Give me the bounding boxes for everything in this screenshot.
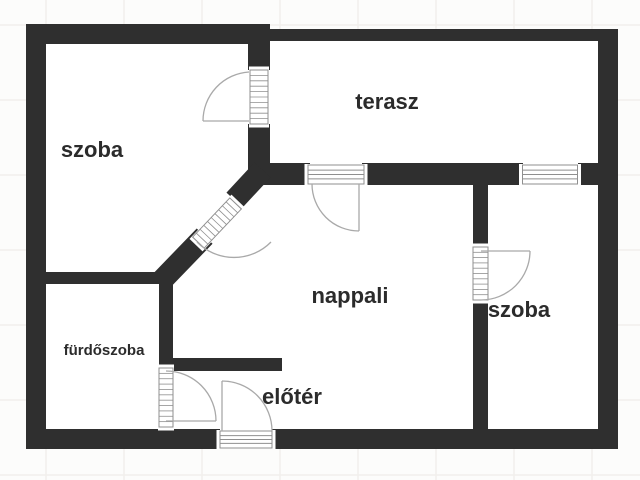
room-label-szoba-right: szoba — [488, 297, 551, 322]
wall-segment-szoba2-left-lower — [473, 300, 488, 429]
swing-szoba-right-door-swing-arc — [480, 250, 531, 301]
room-label-terasz: terasz — [355, 89, 419, 114]
wall-segment-outer-right — [598, 29, 618, 449]
wall-segment-furdoszoba-right — [159, 272, 173, 368]
room-label-furdoszoba: fürdőszoba — [64, 342, 145, 359]
wall-segment-diagonal-upper — [226, 162, 271, 208]
room-label-nappali: nappali — [311, 283, 388, 308]
wall-segment-szoba-right-wall-up — [248, 44, 270, 70]
swing-furdoszoba-door-swing-arc — [165, 370, 217, 422]
door-furdoszoba-door-symbol — [158, 364, 174, 431]
wall-segment-terasz-top — [267, 29, 618, 41]
apartment-footprint — [26, 24, 618, 449]
wall-segment-outer-left — [26, 24, 46, 449]
wall-segment-outer-top-main — [26, 24, 270, 44]
swing-entrance-door-swing-arc — [221, 380, 273, 432]
wall-segment-szoba2-left-upper — [473, 168, 488, 247]
wall-segment-outer-bottom-right — [272, 429, 618, 449]
room-label-eloter: előtér — [262, 384, 322, 409]
wall-segment-outer-bottom-left — [26, 429, 220, 449]
door-nappali-diagonal-door-symbol — [189, 194, 245, 252]
wall-segment-diagonal-lower — [154, 228, 213, 288]
swing-diagonal-door-swing-arc — [196, 241, 272, 259]
door-entrance-door-symbol — [216, 430, 276, 449]
wall-segment-nappali-top-2 — [362, 163, 523, 185]
wall-segment-nappali-top-3 — [578, 163, 618, 185]
wall-segment-szoba-bottom — [46, 272, 163, 284]
swing-terasz-nappali-door-swing-arc — [311, 183, 360, 232]
window-terasz-szoba-window-symbol — [519, 164, 581, 185]
walls — [26, 24, 618, 449]
room-label-szoba-left: szoba — [61, 137, 124, 162]
door-szoba-terasz-door-symbol — [249, 66, 269, 128]
door-terasz-nappali-door-symbol — [304, 164, 368, 185]
door-szoba-right-door-symbol — [472, 243, 489, 304]
swing-szoba-terasz-door-swing-arc — [202, 71, 250, 122]
wall-segment-eloter-top — [172, 358, 282, 371]
